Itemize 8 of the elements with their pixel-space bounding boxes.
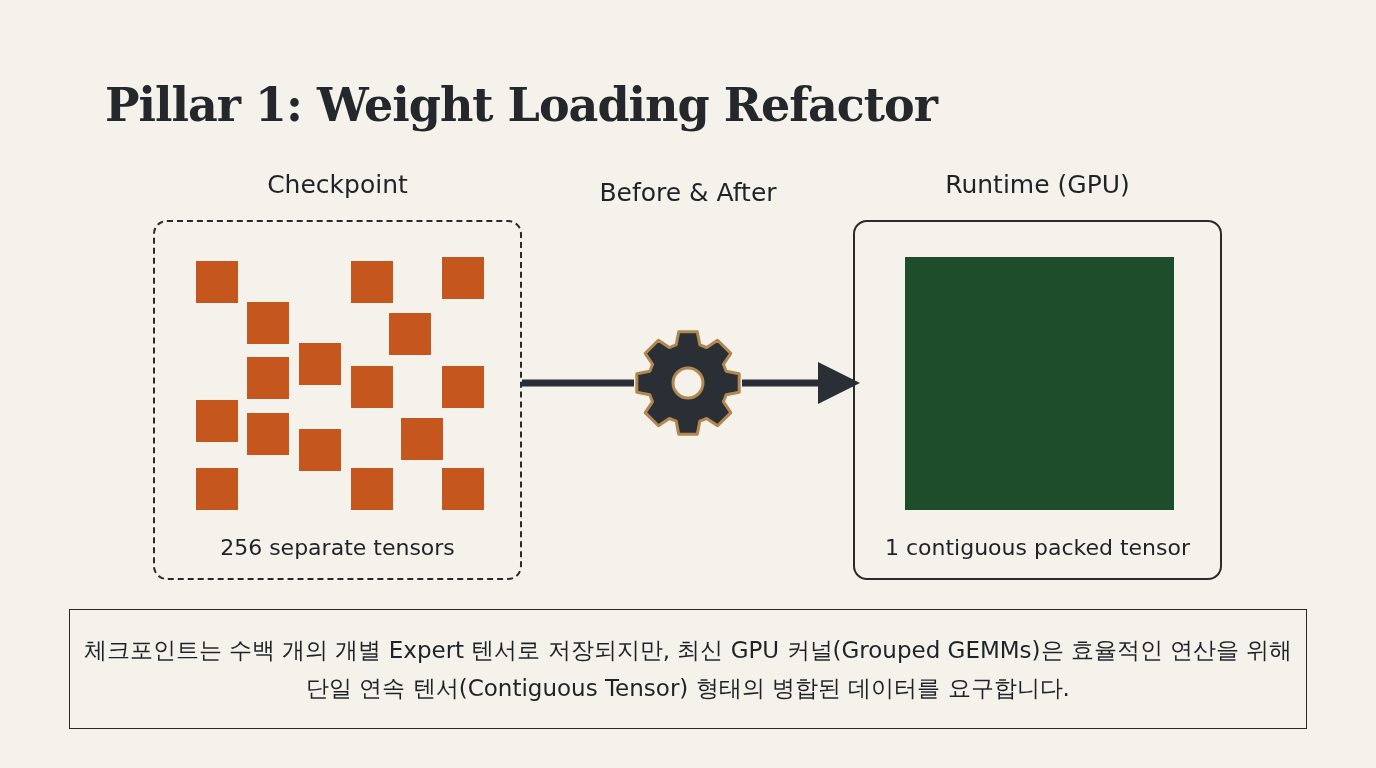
- panel-caption: 1 contiguous packed tensor: [883, 535, 1192, 560]
- panel-heading: Checkpoint: [266, 170, 409, 199]
- note-text: 체크포인트는 수백 개의 개별 Expert 텐서로 저장되지만, 최신 GPU 커널(Grouped GEMMs)은 효율적인 연산을 위해 단일 연속 텐서(Contiguous Tensor) 형태의 병합된 데이터를 요구합니다.: [83, 636, 1293, 703]
- section-label: Before & After: [598, 178, 778, 207]
- panel-caption: 256 separate tensors: [219, 535, 456, 560]
- note-box: [69, 609, 1307, 729]
- slide-title: Pillar 1: Weight Loading Refactor: [105, 78, 937, 132]
- panel-heading: Runtime (GPU): [944, 170, 1131, 199]
